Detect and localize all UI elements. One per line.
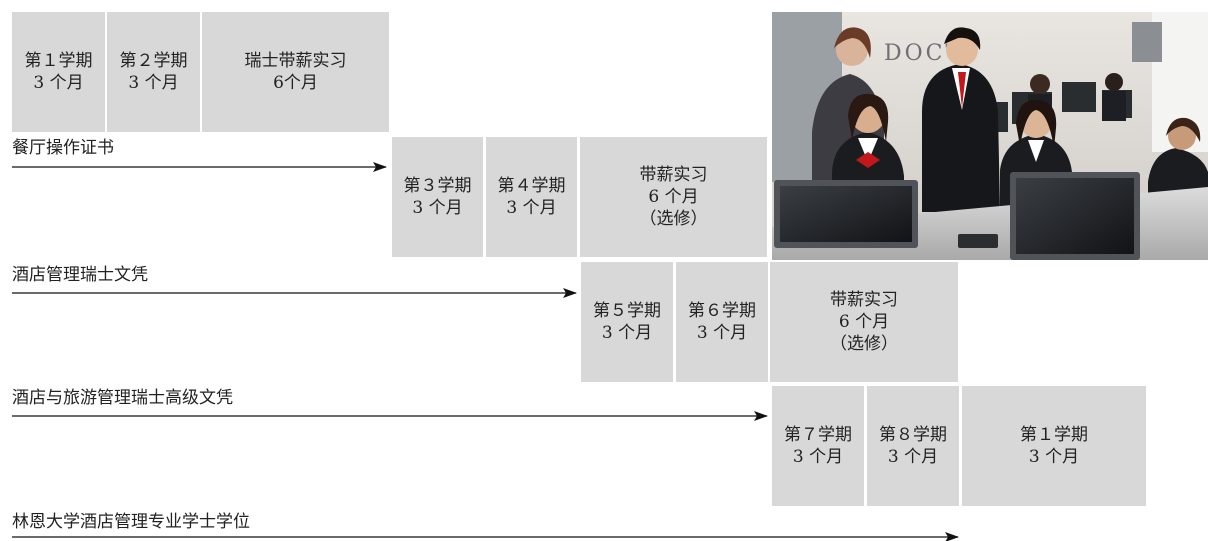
term-7-title: 第７学期 — [784, 425, 852, 445]
swiss-paid-internship-title: 瑞士带薪实习 — [244, 51, 347, 71]
paid-internship-duration: 6 个月 — [648, 187, 699, 207]
term-8-duration: 3 个月 — [887, 447, 939, 467]
advanced-diploma-label: 酒店与旅游管理瑞士高级文凭 — [12, 388, 233, 408]
paid-internship-optional: （选修） — [830, 334, 898, 354]
front-monitor-right — [1010, 172, 1140, 260]
bachelor-degree-label: 林恩大学酒店管理专业学士学位 — [12, 512, 250, 532]
term-7-box: 第７学期 3 个月 — [772, 386, 864, 506]
lynn-term-1-box: 第１学期 3 个月 — [962, 386, 1146, 506]
term-1-box: 第１学期 3 个月 — [12, 12, 105, 132]
term-2-title: 第２学期 — [119, 51, 188, 71]
paid-internship-optional-box-2: 带薪实习 6 个月 （选修） — [770, 262, 958, 382]
term-4-box: 第４学期 3 个月 — [486, 137, 577, 257]
term-6-title: 第６学期 — [688, 301, 756, 321]
term-5-duration: 3 个月 — [601, 323, 653, 343]
term-3-duration: 3 个月 — [412, 198, 463, 218]
lynn-term-1-title: 第１学期 — [1020, 425, 1088, 445]
paid-internship-duration: 6 个月 — [838, 312, 890, 332]
swiss-paid-internship-duration: 6个月 — [273, 73, 318, 93]
swiss-paid-internship-box: 瑞士带薪实习 6个月 — [202, 12, 389, 132]
term-1-title: 第１学期 — [24, 51, 93, 71]
term-3-box: 第３学期 3 个月 — [392, 137, 483, 257]
term-4-title: 第４学期 — [497, 176, 566, 196]
term-3-title: 第３学期 — [403, 176, 472, 196]
term-1-duration: 3 个月 — [33, 73, 84, 93]
hotel-management-diploma-label: 酒店管理瑞士文凭 — [12, 265, 148, 285]
term-7-duration: 3 个月 — [792, 447, 844, 467]
term-5-box: 第５学期 3 个月 — [581, 262, 673, 382]
classroom-photo: DOCT — [772, 12, 1208, 260]
term-6-duration: 3 个月 — [696, 323, 748, 343]
term-2-duration: 3 个月 — [128, 73, 179, 93]
term-4-duration: 3 个月 — [506, 198, 557, 218]
term-5-title: 第５学期 — [593, 301, 661, 321]
term-6-box: 第６学期 3 个月 — [676, 262, 768, 382]
term-8-box: 第８学期 3 个月 — [867, 386, 959, 506]
paid-internship-title: 带薪实习 — [830, 290, 898, 310]
paid-internship-optional-box-1: 带薪实习 6 个月 （选修） — [580, 137, 767, 257]
lynn-term-1-duration: 3 个月 — [1028, 447, 1080, 467]
term-2-box: 第２学期 3 个月 — [107, 12, 200, 132]
paid-internship-title: 带薪实习 — [639, 165, 708, 185]
restaurant-certificate-label: 餐厅操作证书 — [12, 138, 114, 158]
front-monitor-left — [774, 180, 918, 248]
term-8-title: 第８学期 — [879, 425, 947, 445]
paid-internship-optional: （选修） — [639, 209, 708, 229]
classroom-illustration: DOCT — [772, 12, 1208, 260]
